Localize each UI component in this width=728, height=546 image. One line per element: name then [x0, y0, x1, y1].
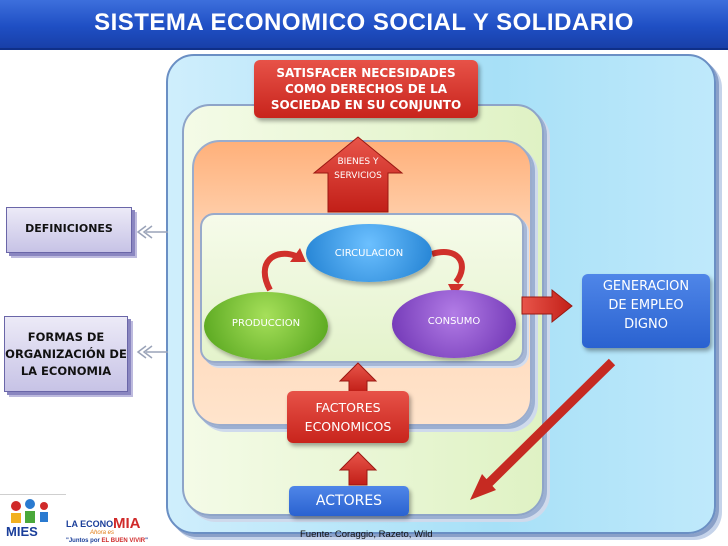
- generacion-empleo-box: GENERACION DE EMPLEO DIGNO: [582, 274, 710, 348]
- mies-people-icon: [11, 499, 48, 523]
- bienes-servicios-label: BIENES Y SERVICIOS: [320, 155, 396, 183]
- satisfacer-line-2: COMO DERECHOS DE LA: [284, 82, 448, 96]
- generacion-line-1: GENERACION: [602, 279, 690, 294]
- mies-logo-text: MIES: [6, 524, 38, 539]
- consumo-oval: CONSUMO: [392, 290, 516, 358]
- formas-line-3: LA ECONOMIA: [20, 364, 112, 378]
- factores-economicos-box: FACTORES ECONOMICOS: [287, 391, 409, 443]
- return-arrow: [470, 358, 616, 500]
- slogan-prefix: "Juntos por: [66, 538, 102, 544]
- formas-line-1: FORMAS DE: [27, 330, 105, 344]
- satisfacer-necesidades-box: SATISFACER NECESIDADES COMO DERECHOS DE …: [254, 60, 478, 118]
- factores-up-arrow: [338, 362, 378, 393]
- logo-slogan: "Juntos por EL BUEN VIVIR": [66, 538, 148, 544]
- curved-arrow-left: [261, 250, 298, 292]
- slogan-suffix: ": [145, 538, 148, 544]
- generacion-line-2: DE EMPLEO: [608, 298, 684, 313]
- definiciones-box[interactable]: DEFINICIONES: [6, 207, 132, 253]
- bienes-arrow: [312, 136, 404, 213]
- actores-up-arrow: [338, 451, 378, 486]
- satisfacer-line-3: SOCIEDAD EN SU CONJUNTO: [270, 98, 462, 112]
- factores-line-1: FACTORES: [315, 400, 381, 415]
- footer-divider: [0, 494, 66, 495]
- generacion-line-3: DIGNO: [624, 317, 668, 332]
- generacion-arrow: [521, 288, 573, 324]
- title-bar: [0, 0, 728, 50]
- slogan-highlight: EL BUEN VIVIR: [101, 538, 146, 544]
- formas-link-chevrons: [136, 345, 168, 359]
- source-caption: Fuente: Coraggio, Razeto, Wild: [300, 529, 433, 540]
- actores-box: ACTORES: [289, 486, 409, 516]
- circulacion-oval: CIRCULACION: [306, 224, 432, 282]
- formas-organizacion-box[interactable]: FORMAS DE ORGANIZACIÓN DE LA ECONOMIA: [4, 316, 128, 392]
- slide-title: SISTEMA ECONOMICO SOCIAL Y SOLIDARIO: [94, 9, 634, 36]
- definiciones-label: DEFINICIONES: [25, 222, 113, 235]
- logo-mia: MIA: [113, 515, 141, 532]
- produccion-oval: PRODUCCION: [204, 292, 328, 360]
- curved-arrow-right: [431, 249, 465, 284]
- logo-la-econo: LA ECONO: [66, 519, 114, 529]
- satisfacer-line-1: SATISFACER NECESIDADES: [276, 66, 456, 80]
- factores-line-2: ECONOMICOS: [304, 419, 392, 434]
- bienes-line-2: SERVICIOS: [334, 171, 382, 181]
- logo-ahora-es: Ahora es: [90, 530, 115, 536]
- definiciones-link-chevrons: [136, 225, 168, 239]
- formas-line-2: ORGANIZACIÓN DE: [5, 347, 127, 361]
- bienes-line-1: BIENES Y: [337, 157, 379, 167]
